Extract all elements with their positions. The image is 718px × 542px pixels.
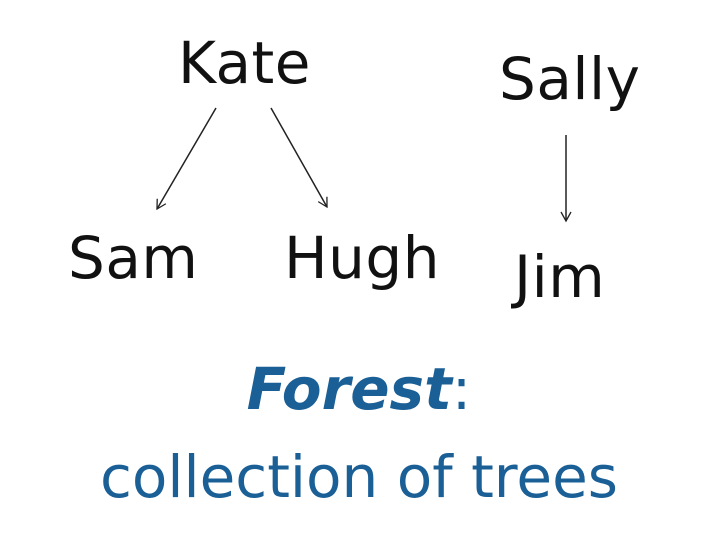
edge-kate-sam	[156, 107, 217, 211]
caption-term-line: Forest:	[0, 360, 718, 418]
edge-kate-hugh	[270, 107, 328, 209]
node-hugh: Hugh	[284, 224, 440, 292]
caption-colon: :	[451, 355, 472, 423]
node-kate: Kate	[178, 29, 311, 97]
caption-term: Forest	[246, 355, 452, 423]
node-sally: Sally	[499, 45, 641, 113]
node-sam: Sam	[68, 224, 199, 292]
caption-definition: collection of trees	[100, 443, 618, 511]
node-jim: Jim	[514, 243, 606, 311]
